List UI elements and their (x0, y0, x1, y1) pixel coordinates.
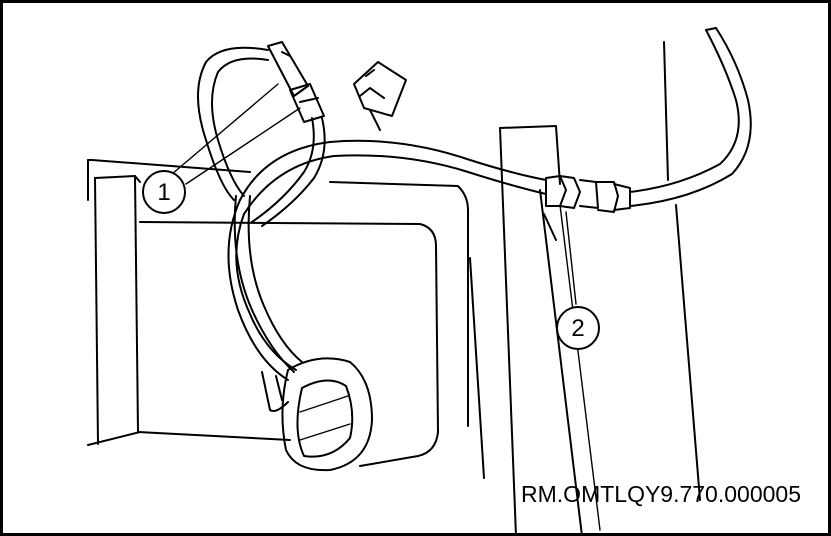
vertical-post (499, 41, 701, 536)
reference-code: RM.OMTLQY9.770.000005 (521, 481, 801, 507)
leader-line-1 (171, 83, 279, 175)
leader-line-1b (185, 107, 301, 185)
callout-2-label: 2 (571, 315, 584, 342)
brake-line-fitting (545, 175, 631, 213)
leader-line-2 (565, 211, 577, 305)
wire-harness (197, 46, 326, 412)
brake-line (227, 27, 752, 381)
callout-1-label: 1 (157, 179, 170, 206)
chassis-frame (87, 159, 485, 479)
callout-1: 1 (142, 170, 186, 214)
frame-hole (281, 357, 373, 472)
harness-connector (267, 41, 325, 123)
plug-connector (353, 61, 407, 131)
callout-2: 2 (556, 306, 600, 350)
